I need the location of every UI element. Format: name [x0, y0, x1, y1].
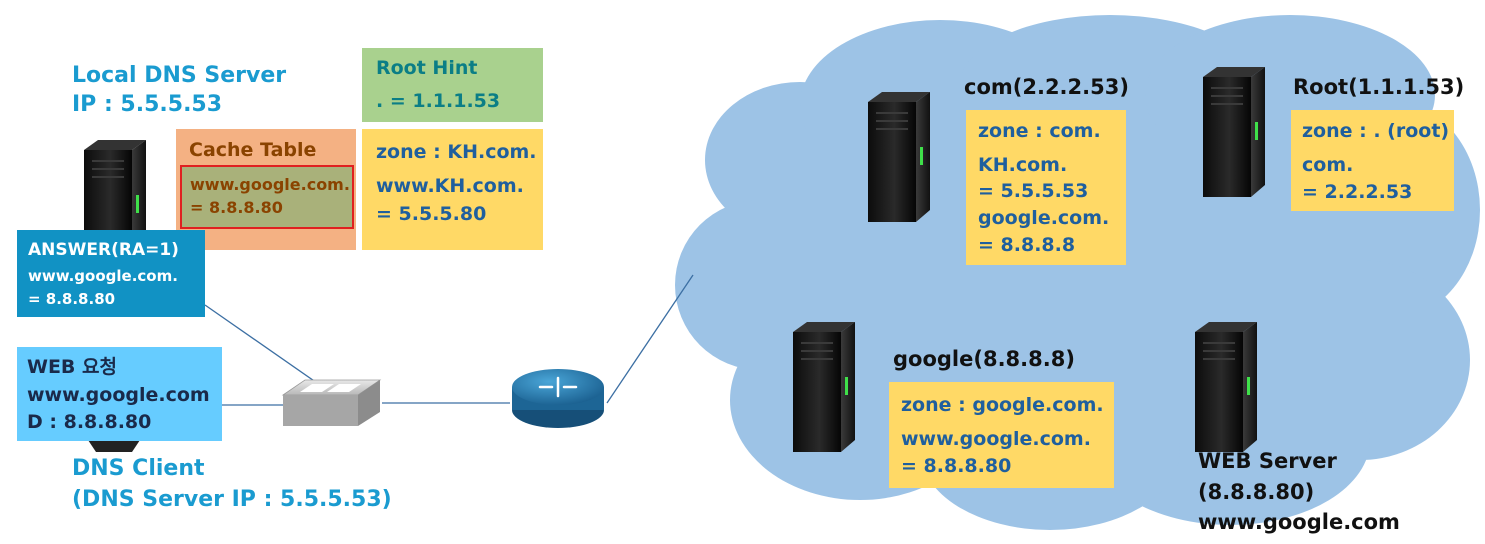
web-request-line3: D : 8.8.8.80: [27, 411, 152, 433]
local-zone-line2: www.KH.com.: [376, 175, 524, 197]
web-request-line2: www.google.com: [27, 384, 210, 406]
google-zone-line2: www.google.com.: [901, 428, 1091, 450]
client-pc-icon: [88, 440, 140, 452]
root-hint-box: Root Hint . = 1.1.1.53: [362, 48, 543, 122]
dns-client-title: DNS Client: [72, 456, 205, 481]
google-server-icon: [793, 322, 855, 452]
com-zone-line3: = 5.5.5.53: [978, 180, 1089, 202]
cache-entry-highlight: www.google.com. = 8.8.8.80: [180, 165, 354, 229]
google-zone-line1: zone : google.com.: [901, 394, 1104, 416]
local-dns-title: Local DNS Server: [72, 63, 287, 88]
com-server-title: com(2.2.2.53): [964, 75, 1129, 99]
switch-device: [281, 379, 382, 426]
local-dns-ip: IP : 5.5.5.53: [72, 92, 223, 117]
local-zone-line3: = 5.5.5.80: [376, 203, 487, 225]
com-zone-box: zone : com. KH.com. = 5.5.5.53 google.co…: [966, 110, 1126, 265]
router-device: [512, 369, 604, 428]
root-zone-line2: com.: [1302, 154, 1354, 176]
com-zone-line2: KH.com.: [978, 154, 1068, 176]
answer-line3: = 8.8.8.80: [28, 290, 116, 308]
cache-entry-line1: www.google.com.: [190, 175, 350, 194]
local-zone-line1: zone : KH.com.: [376, 141, 537, 163]
connection-lines: [204, 274, 694, 406]
web-request-box: WEB 요청 www.google.com D : 8.8.8.80: [17, 347, 222, 441]
com-server-icon: [868, 92, 930, 222]
web-request-line1: WEB 요청: [27, 356, 117, 378]
web-server-domain: www.google.com: [1198, 510, 1400, 534]
root-server-icon: [1203, 67, 1265, 197]
web-server-ip: (8.8.8.80): [1198, 480, 1315, 504]
cache-table-box: Cache Table www.google.com. = 8.8.8.80: [176, 129, 356, 250]
cache-entry-line2: = 8.8.8.80: [190, 198, 283, 217]
com-zone-line4: google.com.: [978, 207, 1110, 229]
answer-box: ANSWER(RA=1) www.google.com. = 8.8.8.80: [17, 230, 205, 317]
google-zone-line3: = 8.8.8.80: [901, 455, 1012, 477]
root-zone-line1: zone : . (root): [1302, 120, 1450, 142]
local-zone-box: zone : KH.com. www.KH.com. = 5.5.5.80: [362, 129, 543, 250]
com-zone-line5: = 8.8.8.8: [978, 234, 1076, 256]
answer-line1: ANSWER(RA=1): [28, 240, 179, 260]
root-zone-box: zone : . (root) com. = 2.2.2.53: [1291, 110, 1454, 211]
root-zone-line3: = 2.2.2.53: [1302, 181, 1413, 203]
cache-table-title: Cache Table: [189, 139, 317, 161]
google-server-title: google(8.8.8.8): [893, 347, 1075, 371]
root-hint-title: Root Hint: [376, 57, 478, 79]
web-server-title: WEB Server: [1198, 449, 1337, 473]
web-server-icon: [1195, 322, 1257, 452]
root-server-title: Root(1.1.1.53): [1293, 75, 1465, 99]
dns-client-ip: (DNS Server IP : 5.5.5.53): [72, 487, 392, 512]
google-zone-box: zone : google.com. www.google.com. = 8.8…: [889, 382, 1114, 488]
answer-line2: www.google.com.: [28, 267, 178, 285]
root-hint-value: . = 1.1.1.53: [376, 90, 501, 112]
com-zone-line1: zone : com.: [978, 120, 1101, 142]
